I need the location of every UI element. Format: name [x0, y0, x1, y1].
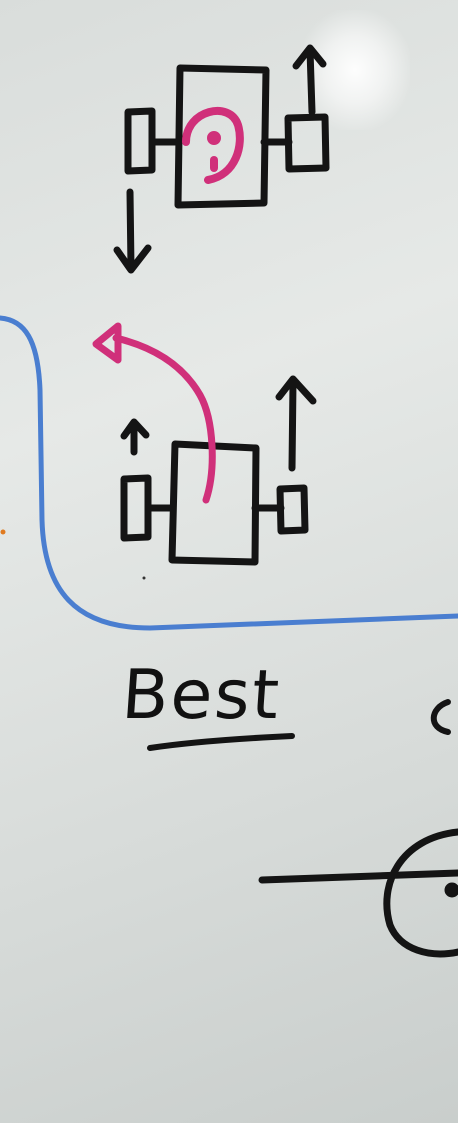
partial-circle — [383, 828, 458, 958]
up-arrow-small-bottom — [120, 418, 150, 456]
pivot-arrow-bottom — [92, 322, 216, 504]
down-arrow-top — [113, 188, 152, 274]
horizontal-line — [258, 869, 458, 884]
right-wheel-bottom — [276, 484, 309, 535]
robot-body-bottom — [168, 440, 260, 566]
stray-dot-orange — [0, 529, 6, 535]
up-arrow-tall-bottom — [275, 375, 317, 472]
partial-letter-right — [430, 699, 451, 735]
robot-sketch-top — [113, 44, 330, 274]
partial-circle-sketch — [258, 828, 458, 958]
robot-sketch-bottom — [120, 375, 317, 566]
right-wheel-top — [284, 113, 330, 173]
robot-body-top — [174, 64, 270, 209]
stray-dot — [142, 576, 146, 580]
blue-divider-line — [0, 315, 458, 631]
best-underline — [147, 733, 295, 751]
left-wheel-bottom — [120, 474, 152, 542]
pivot-mark-top — [182, 106, 244, 184]
left-wheel-top — [124, 107, 156, 175]
best-label: Best — [119, 656, 284, 735]
up-arrow-top — [292, 44, 327, 116]
center-dot — [444, 882, 458, 898]
